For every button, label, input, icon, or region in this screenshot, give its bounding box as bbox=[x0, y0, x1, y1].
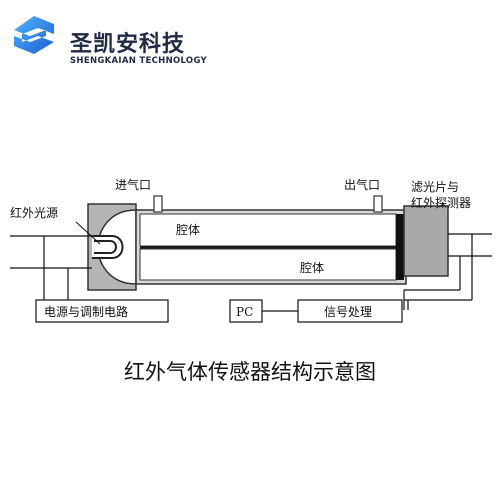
brand-name-cn: 圣凯安科技 bbox=[70, 32, 186, 57]
pc-label: PC bbox=[236, 305, 253, 319]
inlet-tube bbox=[153, 195, 163, 213]
filter-detector-label-1: 滤光片与 bbox=[411, 180, 459, 194]
power-circuit-box bbox=[35, 299, 169, 323]
ir-source-label: 红外光源 bbox=[10, 205, 58, 220]
chamber-upper bbox=[139, 213, 397, 247]
outlet-label: 出气口 bbox=[344, 177, 380, 192]
chamber-lower bbox=[139, 248, 397, 281]
logo-mark-icon bbox=[14, 16, 54, 54]
chamber-label-top: 腔体 bbox=[176, 222, 200, 237]
lamp-bulb bbox=[92, 235, 124, 259]
chamber-label-bottom: 腔体 bbox=[300, 260, 324, 275]
optical-filter bbox=[396, 214, 404, 280]
pc-box bbox=[229, 299, 263, 323]
ir-detector bbox=[403, 205, 449, 277]
signal-processing-label: 信号处理 bbox=[324, 305, 372, 319]
power-circuit-label: 电源与调制电路 bbox=[44, 304, 128, 319]
inlet-label: 进气口 bbox=[115, 177, 151, 192]
diagram-caption: 红外气体传感器结构示意图 bbox=[124, 360, 376, 384]
filter-detector-label-2: 红外探测器 bbox=[411, 195, 471, 210]
logo: 圣凯安科技 SHENGKAIAN TECHNOLOGY bbox=[8, 12, 208, 66]
brand-name-en: SHENGKAIAN TECHNOLOGY bbox=[70, 56, 207, 66]
outlet-tube bbox=[373, 195, 383, 213]
light-path-divider bbox=[140, 246, 396, 249]
